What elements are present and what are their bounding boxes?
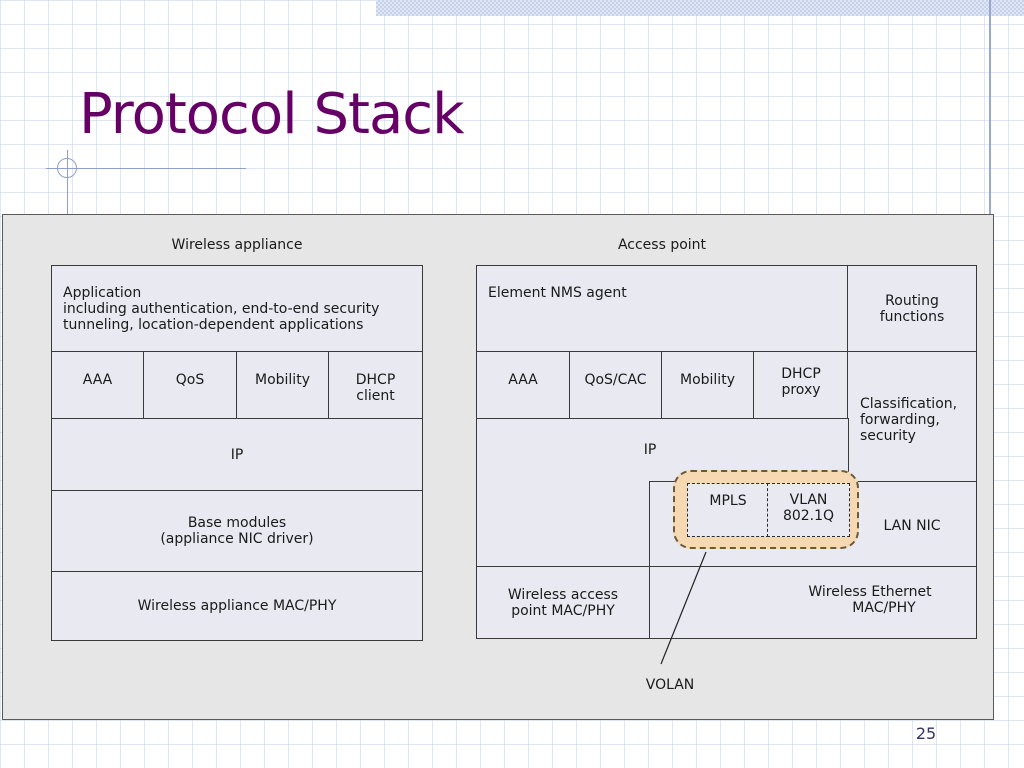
decoration-vertical-line: [989, 0, 991, 214]
wa-base-modules-cell: Base modules (appliance NIC driver): [51, 490, 423, 572]
ap-routing-line1: Routing: [885, 293, 939, 309]
ap-mpls-label: MPLS: [709, 493, 747, 509]
ap-routing-cell: Routing functions: [847, 265, 977, 352]
top-decoration-band: [376, 0, 1024, 16]
ap-ip-label: IP: [643, 442, 657, 458]
wa-aaa-label: AAA: [82, 372, 113, 388]
ap-lan-nic-label: LAN NIC: [883, 518, 941, 534]
ap-routing-line2: functions: [879, 309, 945, 325]
ap-vlan-cell: VLAN 802.1Q: [767, 483, 850, 537]
ap-qos-cac-cell: QoS/CAC: [569, 351, 662, 419]
title-crosshair-circle: [57, 158, 77, 178]
ap-classification-line2: forwarding,: [860, 412, 940, 428]
wa-ip-label: IP: [230, 446, 244, 463]
wa-base-line2: (appliance NIC driver): [160, 531, 314, 547]
ap-wap-line2: point MAC/PHY: [511, 602, 615, 619]
wa-base-line1: Base modules: [187, 515, 287, 531]
wa-application-line2: including authentication, end-to-end sec…: [63, 301, 380, 317]
wa-macphy-label: Wireless appliance MAC/PHY: [137, 598, 337, 614]
ap-qos-cac-label: QoS/CAC: [584, 372, 647, 388]
ap-dhcp-cell: DHCP proxy: [753, 351, 849, 419]
slide-title: Protocol Stack: [79, 82, 465, 147]
wa-aaa-cell: AAA: [51, 351, 144, 419]
ap-ethernet-macphy-label: Wireless Ethernet MAC/PHY: [790, 584, 950, 616]
wa-qos-label: QoS: [175, 372, 205, 388]
ap-vlan-line2: 802.1Q: [782, 508, 835, 524]
title-vertical-rule: [67, 150, 68, 214]
ap-classification-line1: Classification,: [860, 396, 958, 412]
access-point-heading: Access point: [617, 237, 707, 253]
wa-dhcp-line2: client: [356, 388, 395, 404]
volan-callout-label: VOLAN: [645, 677, 695, 693]
ap-classification-line3: security: [860, 428, 916, 444]
ap-dhcp-line1: DHCP: [781, 366, 821, 382]
ap-vlan-line1: VLAN: [789, 492, 828, 508]
wireless-appliance-heading: Wireless appliance: [171, 237, 303, 253]
ap-wap-macphy-cell: Wireless access point MAC/PHY: [476, 566, 650, 639]
wa-dhcp-line1: DHCP: [355, 372, 396, 388]
page-number: 25: [915, 724, 937, 743]
ap-classification-cell: Classification, forwarding, security: [847, 351, 977, 482]
ap-dhcp-line2: proxy: [781, 382, 821, 398]
wa-mobility-cell: Mobility: [236, 351, 329, 419]
title-underline: [46, 168, 246, 169]
wa-application-line3: tunneling, location-dependent applicatio…: [63, 317, 364, 333]
wa-dhcp-cell: DHCP client: [328, 351, 423, 419]
ap-aaa-cell: AAA: [476, 351, 570, 419]
ap-ethernet-macphy-cell: [649, 566, 977, 639]
wa-application-cell: Application including authentication, en…: [51, 265, 423, 352]
ap-aaa-label: AAA: [508, 372, 538, 388]
ap-nms-label: Element NMS agent: [488, 285, 627, 301]
wa-macphy-cell: Wireless appliance MAC/PHY: [51, 571, 423, 641]
ap-wap-line1: Wireless access: [507, 586, 619, 603]
ap-mobility-label: Mobility: [680, 372, 735, 388]
wa-application-line1: Application: [63, 285, 142, 301]
ap-eth-line2: MAC/PHY: [852, 600, 916, 616]
ap-eth-line1: Wireless Ethernet: [808, 584, 932, 600]
wa-mobility-label: Mobility: [255, 372, 310, 388]
volan-pointer: [660, 551, 707, 665]
